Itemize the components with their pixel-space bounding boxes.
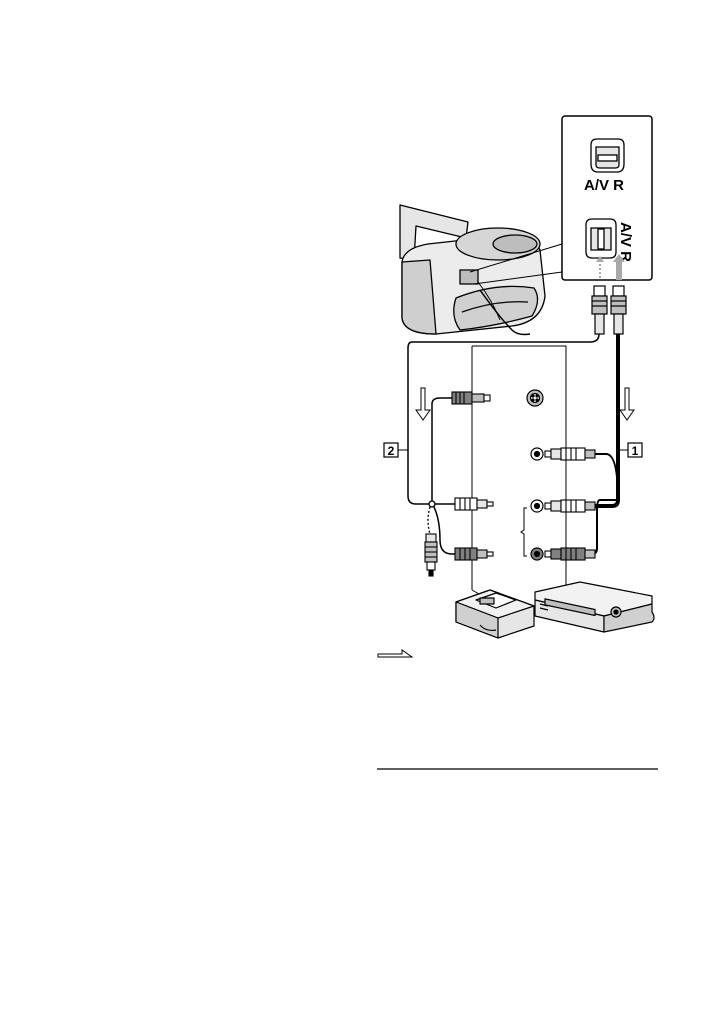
audio-plug-red bbox=[455, 548, 493, 560]
audio-plug-white bbox=[455, 498, 493, 510]
cable-1-label: 1 bbox=[618, 443, 642, 458]
svg-text:1: 1 bbox=[632, 444, 639, 458]
camcorder-illustration bbox=[400, 205, 562, 335]
svg-text:2: 2 bbox=[388, 444, 395, 458]
rca-input-jack-audio-l bbox=[531, 500, 543, 512]
s-video-plug bbox=[452, 392, 490, 404]
audio-plug-white-right bbox=[545, 500, 595, 512]
flow-arrow-right bbox=[620, 388, 634, 420]
av-r-jack-side-icon bbox=[586, 219, 616, 258]
av-port-panel: A/V R A/V R bbox=[562, 116, 652, 280]
cable-2-label: 2 bbox=[384, 443, 408, 458]
video-plug-yellow-unused bbox=[425, 534, 437, 576]
av-plugs-top bbox=[592, 286, 626, 334]
cable-1 bbox=[590, 334, 618, 554]
av-r-jack-top-icon bbox=[591, 139, 624, 172]
video-plug-yellow bbox=[545, 448, 595, 460]
signal-flow-legend-arrow bbox=[378, 650, 412, 657]
audio-plug-red-right bbox=[545, 548, 595, 560]
cable-2 bbox=[408, 334, 599, 554]
s-video-input-jack bbox=[527, 390, 543, 406]
camcorder-av-jack bbox=[460, 270, 478, 284]
vcr-device bbox=[535, 582, 654, 632]
rca-input-jack-video bbox=[531, 448, 543, 460]
av-r-label-top: A/V R bbox=[584, 177, 624, 194]
dvd-writer-device bbox=[456, 590, 534, 638]
rca-input-jack-audio-r bbox=[531, 548, 543, 560]
flow-arrow-left bbox=[416, 388, 430, 420]
